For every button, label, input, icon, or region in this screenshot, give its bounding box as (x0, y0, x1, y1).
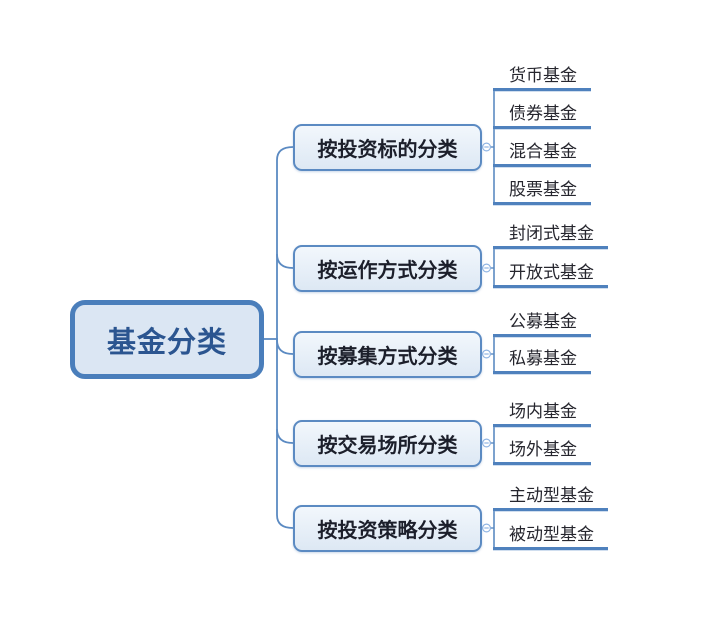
leaf-node[interactable]: 货币基金 (493, 63, 591, 91)
leaf-node[interactable]: 被动型基金 (493, 522, 608, 550)
connector-line (276, 339, 294, 355)
branch-node[interactable]: 按投资标的分类 (293, 123, 482, 171)
branch-node[interactable]: 按募集方式分类 (293, 330, 482, 378)
leaf-node[interactable]: 股票基金 (493, 177, 591, 205)
branch-node[interactable]: 按运作方式分类 (293, 244, 482, 292)
collapse-toggle-icon[interactable] (482, 523, 492, 533)
leaf-node[interactable]: 场外基金 (493, 437, 591, 465)
connector-line (276, 428, 294, 444)
branch-node[interactable]: 按投资策略分类 (293, 504, 482, 552)
leaf-node[interactable]: 开放式基金 (493, 260, 608, 288)
leaf-node[interactable]: 债券基金 (493, 101, 591, 129)
collapse-toggle-icon[interactable] (482, 438, 492, 448)
connector-line (276, 146, 294, 529)
leaf-node[interactable]: 场内基金 (493, 399, 591, 427)
branch-node[interactable]: 按交易场所分类 (293, 419, 482, 467)
collapse-toggle-icon[interactable] (482, 349, 492, 359)
leaf-node[interactable]: 混合基金 (493, 139, 591, 167)
collapse-toggle-icon[interactable] (482, 263, 492, 273)
leaf-node[interactable]: 私募基金 (493, 346, 591, 374)
collapse-toggle-icon[interactable] (482, 142, 492, 152)
root-node[interactable]: 基金分类 (70, 300, 264, 379)
leaf-node[interactable]: 主动型基金 (493, 483, 608, 511)
connector-line (276, 253, 294, 269)
leaf-node[interactable]: 公募基金 (493, 309, 591, 337)
leaf-node[interactable]: 封闭式基金 (493, 221, 608, 249)
